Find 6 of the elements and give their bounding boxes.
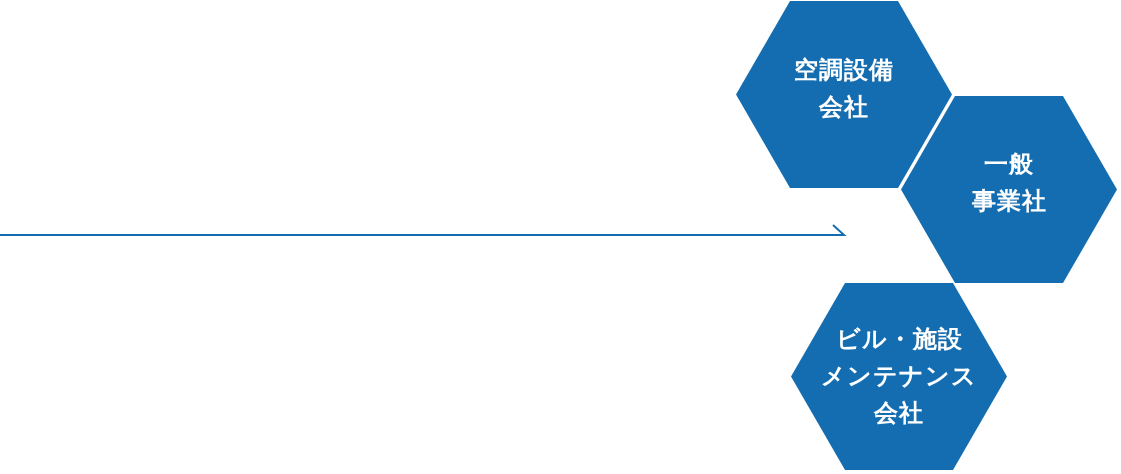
- hexagon-node: [901, 96, 1117, 284]
- hexagon-label: 一般事業社: [971, 149, 1047, 217]
- hexagon-label: ビル・施設メンテナンス会社: [821, 324, 977, 430]
- hexagon-label: 空調設備会社: [794, 55, 894, 123]
- hexagon-node: [736, 1, 952, 189]
- hexagon-node: [791, 283, 1007, 471]
